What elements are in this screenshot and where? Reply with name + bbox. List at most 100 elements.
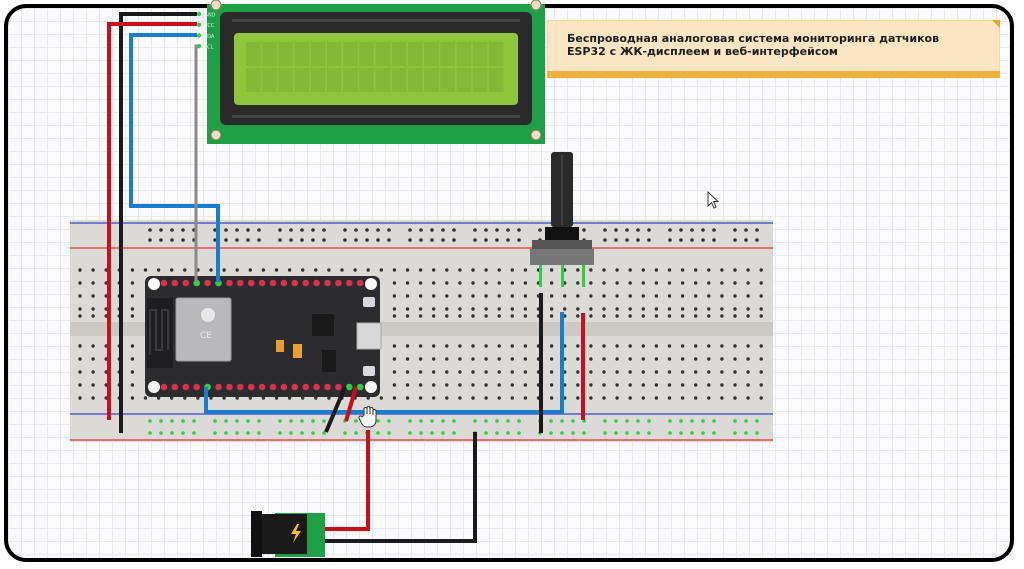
rail-hole xyxy=(408,228,412,232)
terminal-hole xyxy=(654,344,659,348)
rail-hole xyxy=(484,431,488,435)
terminal-hole xyxy=(458,396,462,400)
esp32-pin-bottom xyxy=(280,383,288,391)
rail-hole xyxy=(354,228,358,232)
wire-esp-adc-to-pot[interactable] xyxy=(204,312,564,414)
terminal-hole xyxy=(746,281,750,285)
terminal-hole xyxy=(170,268,174,272)
rail-hole xyxy=(603,238,607,242)
rail-hole xyxy=(679,431,683,435)
terminal-hole xyxy=(667,383,672,387)
terminal-hole xyxy=(392,344,397,348)
terminal-hole xyxy=(418,396,423,400)
terminal-hole xyxy=(602,294,606,298)
terminal-hole xyxy=(484,357,488,361)
rst-button[interactable] xyxy=(363,366,375,376)
terminal-hole xyxy=(733,314,737,318)
terminal-hole xyxy=(497,357,501,361)
terminal-hole xyxy=(641,294,645,298)
terminal-hole xyxy=(78,357,82,361)
wire-esp-gnd[interactable] xyxy=(324,386,347,433)
terminal-hole xyxy=(405,294,410,298)
terminal-hole xyxy=(471,281,475,285)
terminal-hole xyxy=(641,383,645,387)
rail-hole xyxy=(387,228,391,232)
esp32-pin-headers xyxy=(160,279,364,391)
terminal-hole xyxy=(91,294,95,298)
terminal-hole xyxy=(615,314,619,318)
boot-button[interactable] xyxy=(363,297,375,307)
rail-hole xyxy=(300,228,304,232)
terminal-hole xyxy=(471,396,475,400)
rail-hole xyxy=(679,419,683,423)
wire-jack-negative[interactable] xyxy=(325,432,477,543)
terminal-hole xyxy=(549,314,554,318)
terminal-hole xyxy=(720,357,724,361)
lcd-pin-vcc xyxy=(196,22,202,27)
rail-hole xyxy=(224,419,228,423)
esp32-pin-bottom xyxy=(269,383,277,391)
terminal-hole xyxy=(680,281,685,285)
wire-lcd-sda[interactable] xyxy=(129,33,220,282)
terminal-hole xyxy=(340,268,344,272)
terminal-hole xyxy=(628,281,632,285)
terminal-hole xyxy=(445,396,449,400)
rail-hole xyxy=(376,238,380,242)
rail-hole xyxy=(430,431,434,435)
wire-jack-positive[interactable] xyxy=(325,430,370,531)
lcd-char-cell xyxy=(375,42,391,66)
terminal-hole xyxy=(720,281,724,285)
rail-hole xyxy=(517,228,521,232)
terminal-hole xyxy=(589,281,593,285)
rail-hole xyxy=(376,431,380,435)
rail-hole xyxy=(484,228,488,232)
esp32-board[interactable]: CE xyxy=(145,276,382,397)
dc-barrel-jack[interactable] xyxy=(251,511,325,557)
pot-leg-2 xyxy=(561,265,564,287)
wire-lcd-vcc[interactable] xyxy=(107,22,197,420)
terminal-hole xyxy=(589,383,593,387)
terminal-hole xyxy=(720,396,724,400)
esp32-pin-bottom xyxy=(171,383,179,391)
terminal-hole xyxy=(287,396,292,400)
rail-hole xyxy=(257,238,261,242)
terminal-hole xyxy=(392,314,397,318)
terminal-hole xyxy=(680,314,685,318)
terminal-hole xyxy=(91,357,95,361)
rail-hole xyxy=(376,228,380,232)
title-text: Беспроводная аналоговая система монитори… xyxy=(567,32,939,58)
terminal-hole xyxy=(576,370,580,374)
potentiometer[interactable] xyxy=(530,152,594,287)
terminal-hole xyxy=(628,344,632,348)
lcd-char-cell xyxy=(375,68,391,92)
terminal-hole xyxy=(576,344,580,348)
rail-hole xyxy=(408,238,412,242)
terminal-hole xyxy=(353,268,357,272)
terminal-hole xyxy=(746,357,750,361)
rail-hole xyxy=(452,228,456,232)
terminal-hole xyxy=(667,357,672,361)
lcd-char-cell xyxy=(359,68,374,92)
rail-hole xyxy=(343,431,347,435)
wire-lcd-scl[interactable] xyxy=(194,44,198,282)
rail-hole xyxy=(408,431,412,435)
wire-esp-vin[interactable] xyxy=(344,386,358,422)
wire-lcd-gnd[interactable] xyxy=(119,12,197,433)
rail-hole xyxy=(625,238,629,242)
terminal-hole xyxy=(484,396,488,400)
terminal-hole xyxy=(628,294,632,298)
terminal-hole xyxy=(91,281,95,285)
rail-hole xyxy=(473,228,477,232)
terminal-hole xyxy=(497,396,501,400)
rail-hole xyxy=(712,238,716,242)
rail-hole xyxy=(289,238,293,242)
esp32-pin-top xyxy=(291,279,299,287)
terminal-hole xyxy=(746,370,750,374)
terminal-hole xyxy=(301,396,305,400)
terminal-hole xyxy=(156,268,161,272)
terminal-hole xyxy=(510,314,514,318)
terminal-hole xyxy=(576,357,580,361)
rail-hole xyxy=(603,431,607,435)
esp32-pin-top xyxy=(237,279,244,287)
